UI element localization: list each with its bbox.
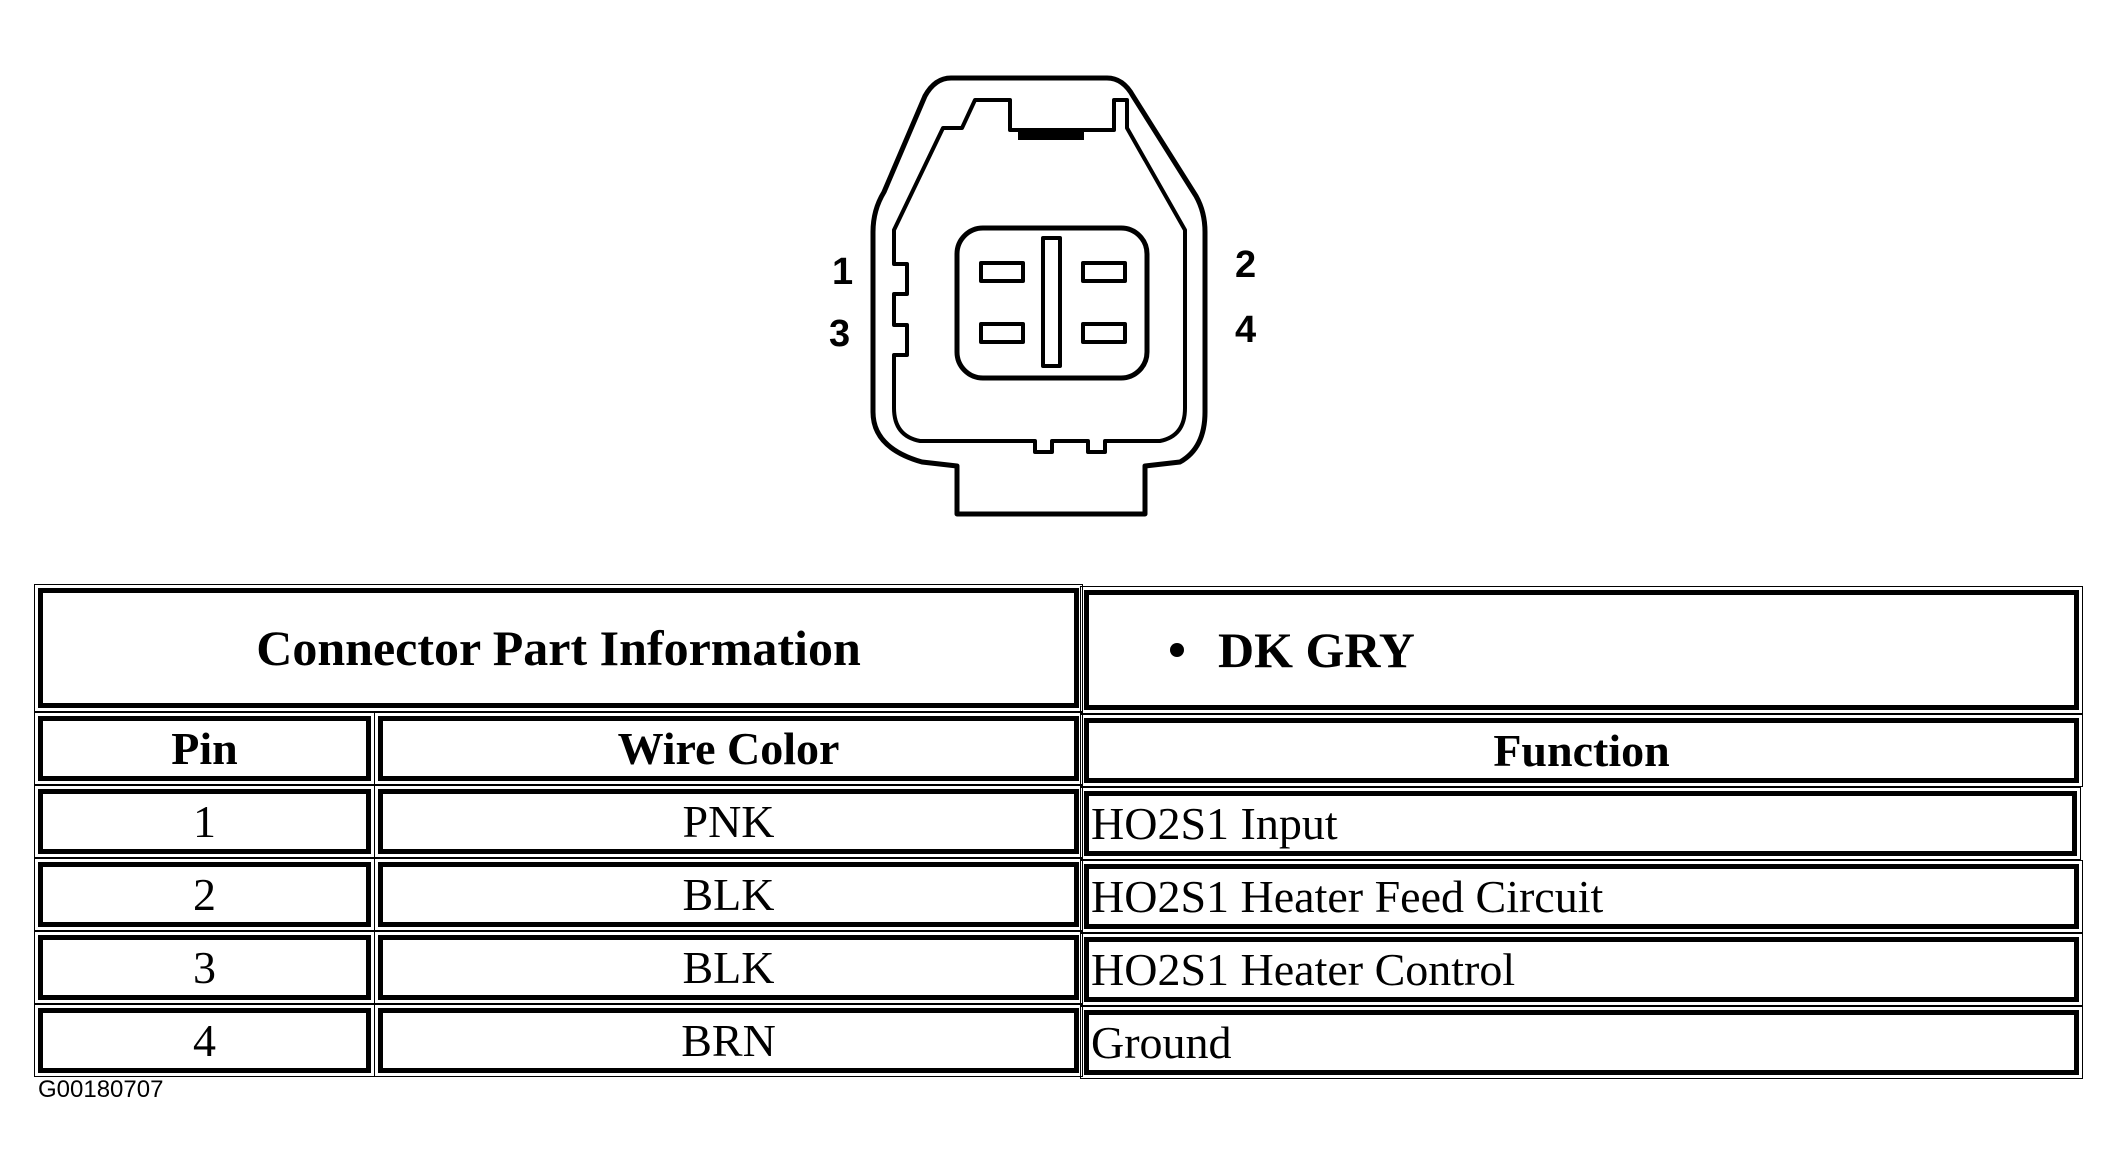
column-header-wire-color: Wire Color <box>374 712 1083 785</box>
pin-label-3: 3 <box>829 313 851 355</box>
bullet-icon <box>1170 643 1184 657</box>
pin-label-4: 4 <box>1235 309 1257 351</box>
wire-color-cell: BLK <box>374 931 1083 1004</box>
pin-cell: 2 <box>34 858 375 931</box>
polarizing-key-mark <box>1018 128 1084 140</box>
pin-cell: 3 <box>34 931 375 1004</box>
column-header-pin: Pin <box>34 712 375 785</box>
wire-color-cell: BLK <box>374 858 1083 931</box>
pin-label-1: 1 <box>832 251 854 293</box>
center-divider <box>1041 236 1062 368</box>
pin-cell: 1 <box>34 785 375 858</box>
connector-color-cell: DK GRY <box>1080 586 2083 714</box>
connector-outer-shell <box>870 75 1208 517</box>
wire-color-cell: PNK <box>374 785 1083 858</box>
connector-part-info-text: Connector Part Information <box>256 620 861 676</box>
terminal-4 <box>1081 322 1127 344</box>
wire-color-cell: BRN <box>374 1004 1083 1077</box>
figure-id-label: G00180707 <box>38 1076 164 1103</box>
pin-label-2: 2 <box>1235 244 1257 286</box>
terminal-cavity-block <box>954 225 1150 381</box>
pin-cell: 4 <box>34 1004 375 1077</box>
column-header-function: Function <box>1080 714 2083 787</box>
function-cell: HO2S1 Heater Control <box>1080 933 2083 1006</box>
connector-face-diagram <box>870 75 1208 517</box>
function-cell: HO2S1 Heater Feed Circuit <box>1080 860 2083 933</box>
terminal-2 <box>1081 261 1127 283</box>
terminal-3 <box>979 322 1025 344</box>
function-cell: HO2S1 Input <box>1080 787 2081 860</box>
terminal-1 <box>979 261 1025 283</box>
connector-part-info-label: Connector Part Information <box>34 584 1083 712</box>
connector-inner-shell <box>892 98 1187 454</box>
function-cell: Ground <box>1080 1006 2083 1079</box>
connector-color-value: DK GRY <box>1218 622 1415 678</box>
